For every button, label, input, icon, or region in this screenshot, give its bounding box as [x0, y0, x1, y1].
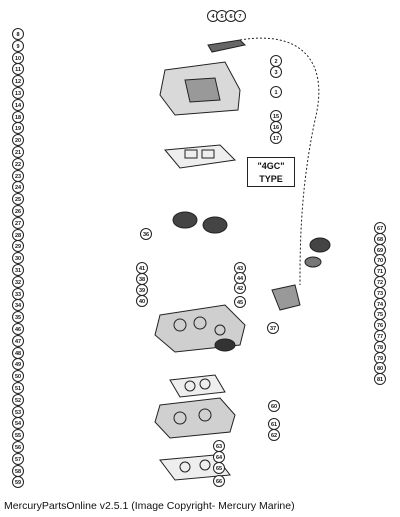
callout-62: 62 [268, 429, 280, 441]
callout-74: 74 [374, 297, 386, 310]
callout-49: 49 [12, 358, 24, 371]
callout-47: 47 [12, 334, 24, 347]
type-label-line2: TYPE [259, 174, 283, 184]
callout-56: 56 [12, 441, 24, 453]
callout-53: 53 [12, 405, 24, 418]
callout-69: 69 [374, 243, 386, 256]
callout-32: 32 [12, 275, 24, 288]
callout-81: 81 [374, 373, 386, 386]
callout-43: 43 [234, 262, 246, 274]
callout-27: 27 [12, 216, 24, 229]
callout-8: 8 [12, 28, 24, 40]
callout-44: 44 [234, 272, 246, 284]
carburetor-type-label: "4GC" TYPE [247, 157, 295, 187]
callout-40: 40 [136, 295, 148, 307]
callout-19: 19 [12, 122, 24, 135]
callout-68: 68 [374, 232, 386, 245]
callout-14: 14 [12, 98, 24, 111]
callout-17: 17 [270, 132, 282, 144]
callout-37: 37 [267, 322, 279, 334]
callout-29: 29 [12, 240, 24, 253]
callout-67: 67 [374, 222, 386, 234]
callout-18: 18 [12, 110, 24, 123]
callout-7: 7 [234, 10, 246, 22]
callout-30: 30 [12, 252, 24, 265]
callout-64: 64 [213, 451, 225, 463]
callout-45: 45 [234, 296, 246, 308]
callout-25: 25 [12, 193, 24, 206]
callout-24: 24 [12, 181, 24, 194]
callout-58: 58 [12, 464, 24, 477]
callout-36: 36 [140, 228, 152, 240]
callout-23: 23 [12, 169, 24, 182]
callout-51: 51 [12, 382, 24, 394]
carburetor-drawing [154, 37, 331, 481]
callout-66: 66 [213, 475, 225, 487]
callout-46: 46 [12, 323, 24, 335]
callout-33: 33 [12, 287, 24, 300]
callout-11: 11 [12, 63, 24, 76]
callout-28: 28 [12, 228, 24, 241]
callout-60: 60 [268, 400, 280, 412]
callout-72: 72 [374, 276, 386, 288]
callout-9: 9 [12, 39, 24, 52]
callout-35: 35 [12, 311, 24, 324]
callout-50: 50 [12, 370, 24, 383]
callout-20: 20 [12, 134, 24, 147]
callout-31: 31 [12, 264, 24, 276]
callout-1: 1 [270, 86, 282, 98]
callout-57: 57 [12, 452, 24, 465]
callout-26: 26 [12, 205, 24, 217]
callout-52: 52 [12, 393, 24, 406]
callout-34: 34 [12, 299, 24, 312]
callout-13: 13 [12, 87, 24, 99]
callout-48: 48 [12, 346, 24, 359]
callout-21: 21 [12, 146, 24, 158]
type-label-line1: "4GC" [257, 161, 285, 171]
callout-3: 3 [270, 66, 282, 78]
callout-22: 22 [12, 157, 24, 170]
callout-10: 10 [12, 51, 24, 64]
image-caption: MercuryPartsOnline v2.5.1 (Image Copyrig… [4, 500, 295, 512]
callout-73: 73 [374, 286, 386, 299]
callout-78: 78 [374, 340, 386, 353]
callout-54: 54 [12, 417, 24, 430]
callout-65: 65 [213, 462, 225, 474]
callout-12: 12 [12, 75, 24, 88]
callout-55: 55 [12, 429, 24, 442]
callout-41: 41 [136, 262, 148, 274]
callout-59: 59 [12, 476, 24, 489]
